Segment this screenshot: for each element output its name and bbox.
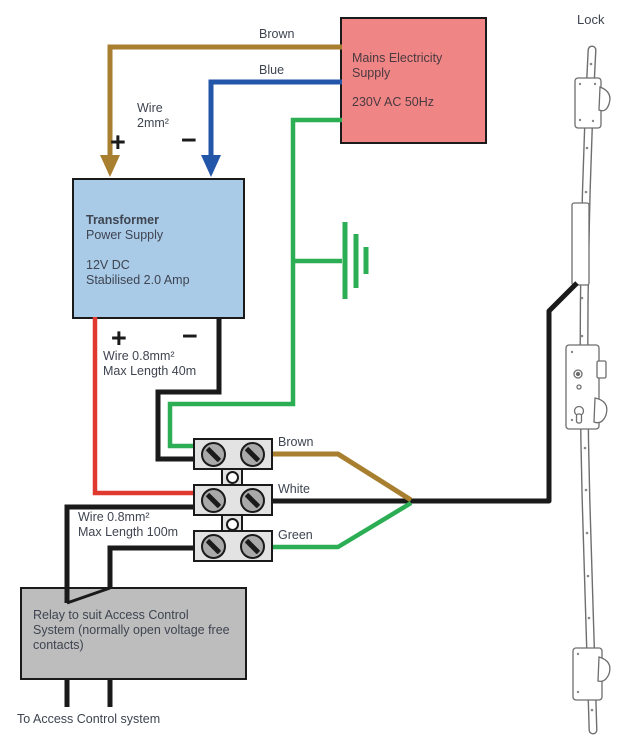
transformer-title: Transformer [86,213,159,227]
relay-switch-contact [66,586,111,605]
screw-terminal-icon [240,534,265,559]
green-earth-wire [167,117,342,449]
brown-core-wire [270,451,413,503]
lock-illustration [565,45,611,735]
relay-box: Relay to suit Access Control System (nor… [20,587,247,680]
terminal-block-brown [193,438,273,470]
lock-screw-holes [570,62,597,712]
blue-mains-wire [208,79,342,156]
mains-supply-label: Mains Electricity Supply [352,51,443,80]
lock-bottom-case [572,647,611,701]
terminal-link-ring-icon [226,471,239,484]
plus-sign-top: + [110,127,126,157]
terminal-link-ring-icon [226,518,239,531]
green-core-wire [270,501,413,550]
wire-2mm-label-line2: 2mm² [137,116,169,130]
blue-arrowhead [201,155,221,177]
wire-40m-label-line2: Max Length 40m [103,364,197,378]
screw-terminal-icon [201,534,226,559]
screw-terminal-icon [201,442,226,467]
brown-mains-wire [107,44,342,156]
relay-wire-right [107,545,198,589]
lock-label: Lock [577,12,605,27]
lock-keep-plate [571,202,590,286]
to-access-control-label: To Access Control system [17,712,161,726]
transformer-spec-voltage: 12V DC [86,258,130,272]
minus-sign-top: − [181,125,197,155]
brown-arrowhead [100,155,120,177]
terminal-block-green [193,530,273,562]
minus-sign-bottom: − [182,321,198,351]
red-dc-positive-wire [92,317,198,496]
ground-symbol [293,222,369,299]
terminal-block-white [193,484,273,516]
screw-terminal-icon [240,488,265,513]
transformer-spec-current: Stabilised 2.0 Amp [86,273,190,287]
screw-slot-icon [244,538,261,555]
black-dc-negative-wire [155,317,222,462]
white-core-wire [270,281,579,504]
wire-40m-label-line1: Wire 0.8mm² [103,349,175,363]
screw-slot-icon [244,446,261,463]
plus-sign-bottom: + [111,323,127,353]
relay-wire-left [64,504,198,603]
mains-supply-box: Mains Electricity Supply 230V AC 50Hz [340,17,487,144]
mains-voltage-label: 230V AC 50Hz [352,95,434,109]
wire-100m-label-line2: Max Length 100m [78,525,179,539]
screw-terminal-icon [240,442,265,467]
lock-main-case [565,344,608,430]
blue-wire-label: Blue [259,63,285,77]
transformer-box: Transformer Power Supply 12V DC Stabilis… [72,178,245,319]
screw-slot-icon [205,492,222,509]
terminal-brown-label: Brown [278,435,314,449]
screw-terminal-icon [201,488,226,513]
wire-2mm-label-line1: Wire [137,101,163,115]
screw-slot-icon [205,538,222,555]
wire-100m-label-line1: Wire 0.8mm² [78,510,150,524]
relay-label: Relay to suit Access Control System (nor… [33,608,230,652]
terminal-green-label: Green [278,528,313,542]
brown-wire-label: Brown [259,27,295,41]
lock-top-case [574,77,611,129]
transformer-subtitle: Power Supply [86,228,164,242]
terminal-white-label: White [278,482,310,496]
screw-slot-icon [244,492,261,509]
screw-slot-icon [205,446,222,463]
